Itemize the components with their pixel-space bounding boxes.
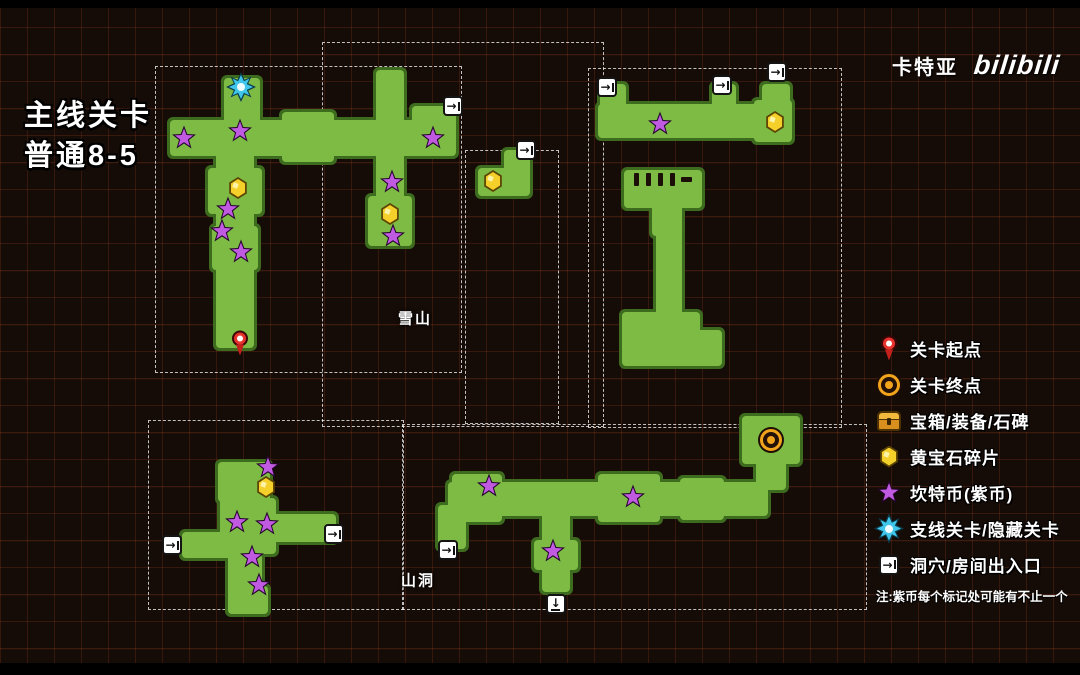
gem-fragment-marker [257,476,275,498]
gem-fragment-marker [766,111,784,133]
purple-coin-marker [621,484,645,508]
chest-icon [876,408,902,434]
legend-label: 黄宝石碎片 [910,449,1000,468]
exit-marker: → [879,554,899,575]
dashed-region [588,68,842,428]
legend-item-end: 关卡终点 [876,370,1076,399]
legend-label: 洞穴/房间出入口 [910,557,1042,576]
bilibili-logo: bilibili [972,50,1062,80]
purple-coin-marker [210,218,234,242]
purple-coin-marker [247,572,271,596]
legend-item-chest: 宝箱/装备/石碑 [876,406,1076,435]
star-icon [876,480,902,506]
hidden-level-marker [874,513,904,544]
legend-items: 关卡起点关卡终点宝箱/装备/石碑黄宝石碎片坎特币(紫币) 支线关卡/隐藏关卡 → 洞穴… [874,334,1076,579]
area-label: 山洞 [400,572,436,590]
purple-coin-marker [380,169,404,193]
dashed-region [155,66,462,373]
purple-coin-marker [256,454,280,478]
legend-note: 注:紫币每个标记处可能有不止一个 [876,590,1068,604]
dashed-region [148,420,404,610]
legend-label: 宝箱/装备/石碑 [910,413,1030,432]
end-marker [878,373,900,396]
gem-fragment-marker [880,445,898,468]
purple-coin-marker [255,511,279,535]
exit-marker: → [767,62,787,82]
legend-label: 关卡起点 [910,341,982,360]
exit-marker: → [324,524,344,544]
legend-label: 支线关卡/隐藏关卡 [910,521,1060,540]
legend-item-start: 关卡起点 [876,334,1076,363]
title-line-2: 普通8-5 [24,140,139,172]
exit-marker: → [516,140,536,160]
purple-coin-marker [229,239,253,263]
title-line-1: 主线关卡 [24,100,153,132]
purple-coin-marker [225,509,249,533]
purple-coin-marker [648,111,672,135]
purple-coin-marker [240,544,264,568]
watermark: 卡特亚 bilibili [892,50,1062,81]
legend-item-exit: → 洞穴/房间出入口 [876,550,1076,579]
end-icon [876,372,902,398]
letterbox-bottom [0,663,1080,675]
legend: 关卡起点关卡终点宝箱/装备/石碑黄宝石碎片坎特币(紫币) 支线关卡/隐藏关卡 → 洞穴… [874,334,1076,605]
dashed-region [402,424,867,610]
gem-icon [876,444,902,470]
purple-coin-marker [541,538,565,562]
start-marker [880,335,898,362]
legend-item-star: 坎特币(紫币) [876,478,1076,507]
purple-coin-marker [381,223,405,247]
legend-item-flake: 支线关卡/隐藏关卡 [874,513,1076,544]
exit-marker: → [443,96,463,116]
purple-coin-marker [877,480,901,503]
legend-label: 关卡终点 [910,377,982,396]
area-label: 雪山 [397,310,433,328]
path-cluster-cave-west [179,459,339,617]
exit-marker: → [597,77,617,97]
gem-fragment-marker [229,177,247,199]
hidden-level-marker [226,72,256,102]
letterbox-top [0,0,1080,8]
path-cluster-east-tower [619,167,725,369]
purple-coin-marker [421,125,445,149]
gem-fragment-marker [381,203,399,225]
path-cluster-snow-west [167,67,459,351]
page-title: 主线关卡 普通8-5 [24,96,152,176]
legend-label: 坎特币(紫币) [910,485,1014,504]
start-icon [876,335,902,362]
flake-icon [874,513,904,544]
chest-marker [877,410,901,431]
end-marker [760,429,782,451]
exit-icon: → [876,552,902,578]
purple-coin-marker [228,118,252,142]
path-cluster-cave-east [435,413,803,595]
gem-fragment-marker [484,170,502,192]
purple-coin-marker [477,473,501,497]
legend-item-gem: 黄宝石碎片 [876,442,1076,471]
dashed-region [322,42,604,427]
exit-marker: → [438,540,458,560]
start-marker [231,330,249,358]
author-watermark: 卡特亚 [892,57,958,79]
exit-marker: → [162,535,182,555]
purple-coin-marker [216,196,240,220]
purple-coin-marker [172,125,196,149]
exit-marker: → [712,75,732,95]
